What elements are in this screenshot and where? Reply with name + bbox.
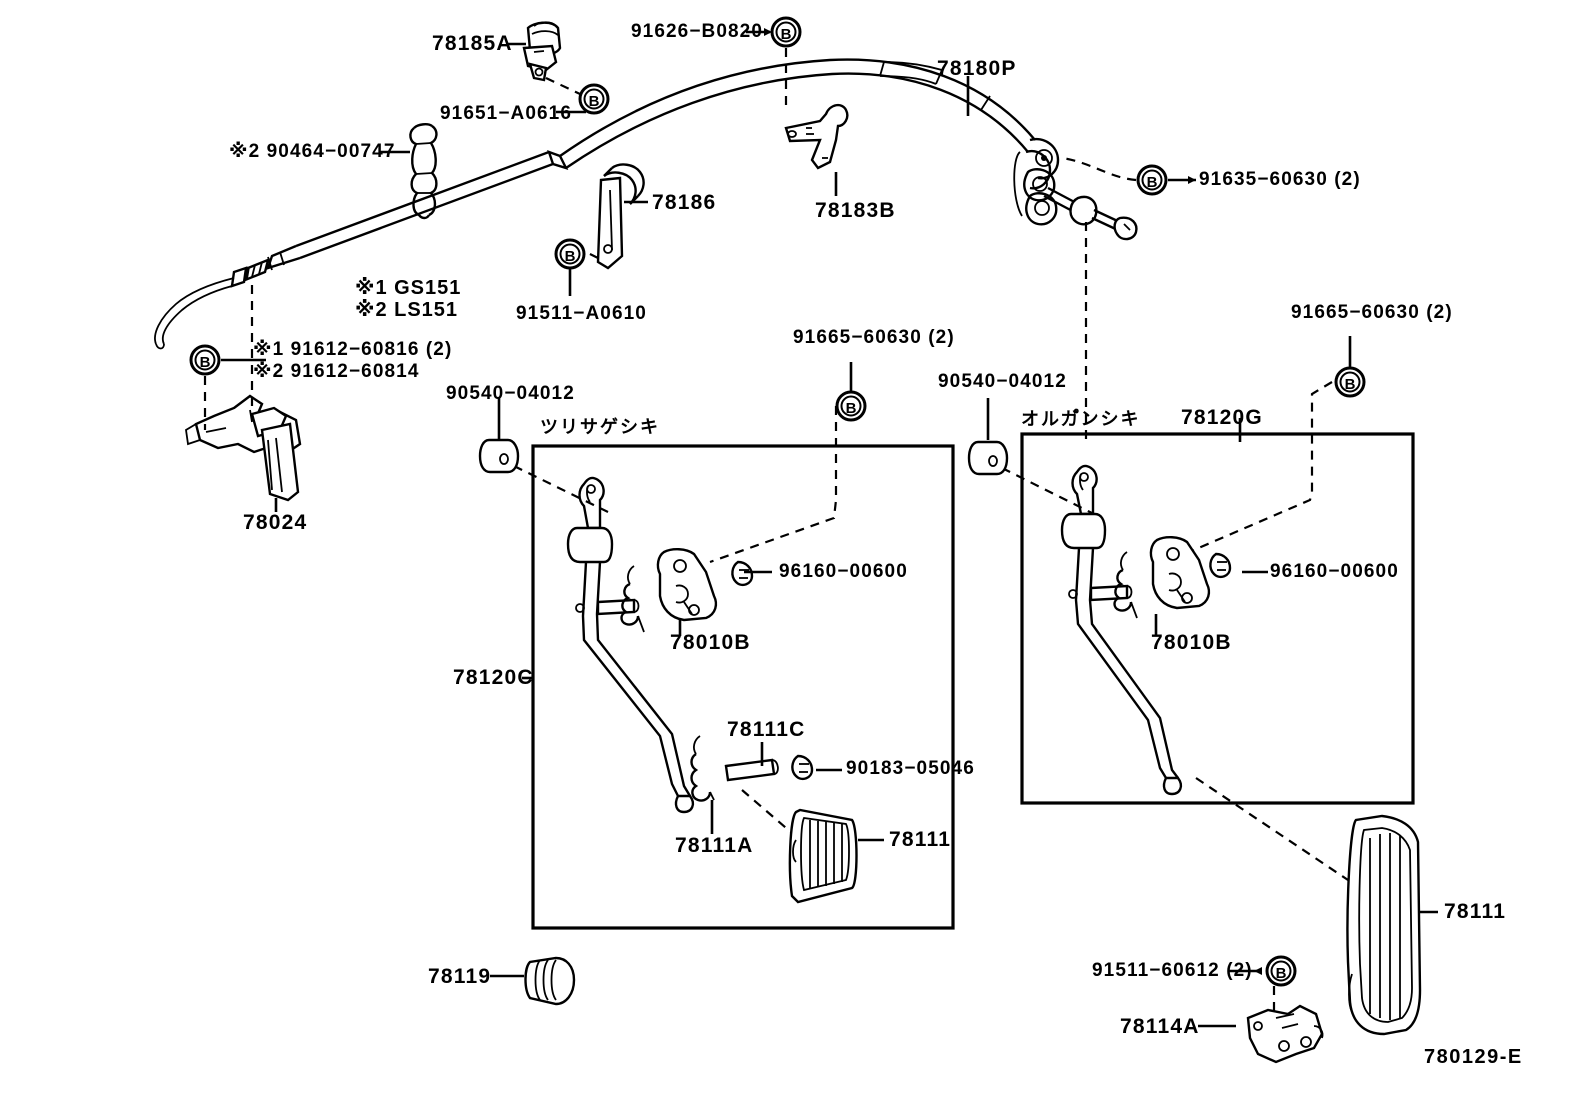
- part-78119-grommet: [524, 956, 576, 1006]
- label-78120G: 78120G: [1181, 406, 1263, 429]
- label-organ-type-jp: オルガ゚ンシキ: [1021, 409, 1141, 429]
- b-marker-91651: B: [578, 83, 610, 115]
- detail-boxes: [531, 432, 1415, 930]
- label-91665-60630-right: 91665−60630 (2): [1291, 302, 1453, 323]
- figure-number: 780129-E: [1424, 1046, 1523, 1068]
- b-marker-91665-right: B: [1334, 366, 1366, 398]
- label-78111A: 78111A: [675, 834, 754, 857]
- svg-text:B: B: [1276, 965, 1287, 982]
- part-78024-bracket: [185, 394, 302, 502]
- svg-text:B: B: [589, 93, 600, 110]
- b-marker-group: B B B B B: [189, 16, 1366, 987]
- label-78010B-left: 78010B: [670, 631, 751, 654]
- label-91665-60630-left: 91665−60630 (2): [793, 327, 955, 348]
- svg-text:B: B: [1147, 174, 1158, 191]
- label-96160-00600-right: 96160−00600: [1270, 561, 1399, 582]
- label-78111-left: 78111: [889, 828, 952, 851]
- label-78180P: 78180P: [937, 57, 1017, 80]
- accelerator-cable-left-run: [154, 150, 554, 350]
- b-marker-91612: B: [189, 344, 221, 376]
- part-78186-bracket: [596, 163, 645, 270]
- svg-text:B: B: [781, 26, 792, 43]
- label-90540-04012-left: 90540−04012: [446, 383, 575, 404]
- label-78186: 78186: [652, 191, 717, 214]
- label-suspended-type-jp: ツリサゲシキ: [540, 417, 660, 437]
- leader-arrowheads: [764, 28, 1262, 975]
- note-gs151: ※1 GS151: [355, 277, 462, 299]
- label-78114A: 78114A: [1120, 1015, 1200, 1038]
- label-90183-05046: 90183−05046: [846, 758, 975, 779]
- label-78120C: 78120C: [453, 666, 534, 689]
- note-ls151: ※2 LS151: [355, 299, 459, 321]
- label-78010B-right: 78010B: [1151, 631, 1232, 654]
- accelerator-cable-78180P: [547, 58, 1036, 170]
- label-78024: 78024: [243, 511, 308, 534]
- organ-pedal-assembly: [1060, 464, 1232, 796]
- label-91511-A0610: 91511−A0610: [516, 303, 647, 324]
- suspended-pedal-assembly: [566, 476, 858, 904]
- part-90540-04012-bushing-right: [967, 440, 1009, 476]
- cable-end-linkage: [1013, 137, 1138, 241]
- b-marker-91635: B: [1136, 164, 1168, 196]
- b-marker-91511-a0610: B: [554, 238, 586, 270]
- b-marker-91626: B: [770, 16, 802, 48]
- label-90464-00747: ※2 90464−00747: [229, 141, 396, 162]
- dashed-callout-lines: [203, 48, 1349, 1016]
- label-78111-right: 78111: [1444, 900, 1507, 923]
- svg-text:B: B: [1345, 376, 1356, 393]
- label-91635-60630: 91635−60630 (2): [1199, 169, 1361, 190]
- label-91651-A0616: 91651−A0616: [440, 103, 573, 124]
- svg-text:B: B: [846, 400, 857, 417]
- label-78111C: 78111C: [727, 718, 806, 741]
- leader-lines: [221, 30, 1438, 1028]
- label-91626-B0820: 91626−B0820: [631, 21, 764, 42]
- part-78183B-bracket: [784, 103, 849, 170]
- svg-text:B: B: [565, 248, 576, 265]
- organ-pedal-pad-78111: [1346, 814, 1422, 1036]
- part-78114A-bracket: [1246, 1004, 1324, 1064]
- part-90540-04012-bushing-left: [478, 438, 520, 474]
- part-90464-00747-clip: [409, 123, 438, 220]
- label-91511-60612: 91511−60612 (2): [1092, 960, 1253, 981]
- svg-text:B: B: [200, 354, 211, 371]
- label-78183B: 78183B: [815, 199, 896, 222]
- b-marker-91511-60612: B: [1265, 955, 1297, 987]
- label-91612-60814: ※2 91612−60814: [253, 361, 420, 382]
- label-91612-60816: ※1 91612−60816 (2): [253, 339, 453, 360]
- label-96160-00600-left: 96160−00600: [779, 561, 908, 582]
- label-78119: 78119: [428, 965, 492, 988]
- part-78185A-bracket: [522, 21, 562, 82]
- label-78185A: 78185A: [432, 32, 513, 55]
- label-90540-04012-right: 90540−04012: [938, 371, 1067, 392]
- b-marker-91665-left: B: [835, 390, 867, 422]
